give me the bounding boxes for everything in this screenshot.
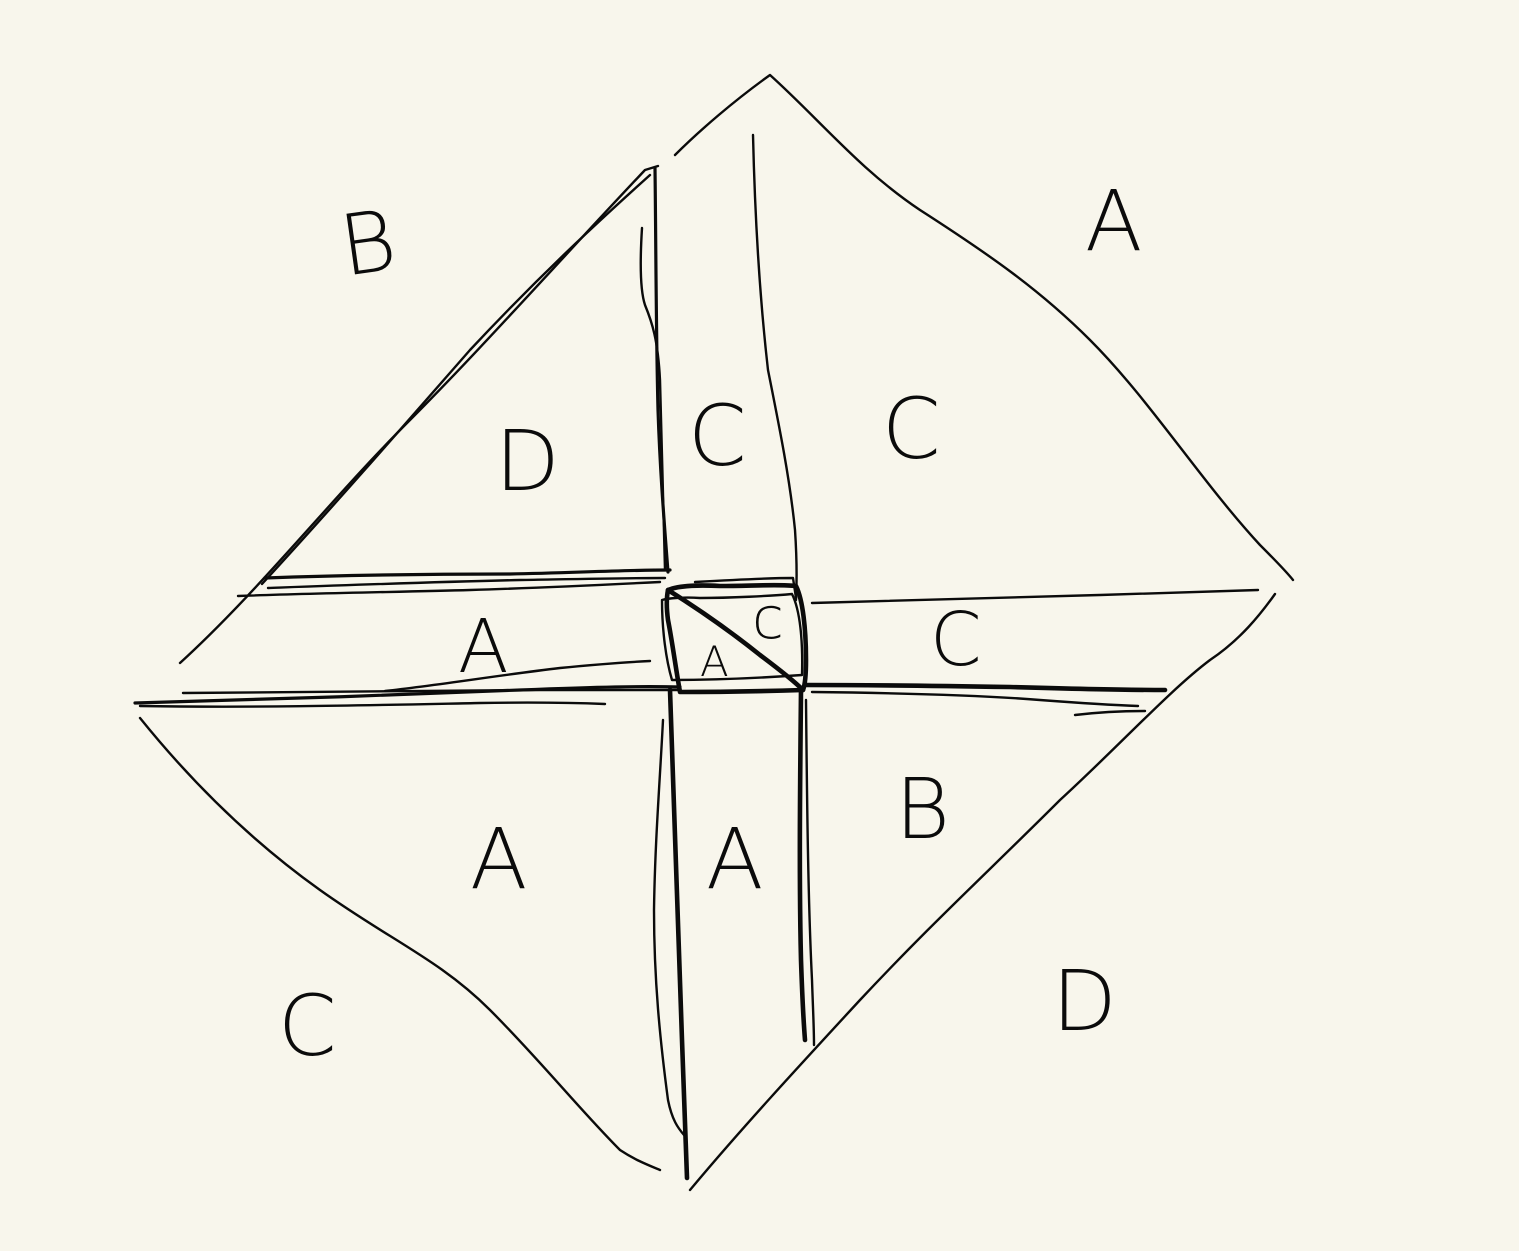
label-center-lower: A [700,637,729,686]
outer-diamond [138,73,1295,1192]
horizontal-line-left-upper [263,568,672,580]
label-strip-bottom: A [706,810,763,908]
vertical-line-left-upper [653,166,670,574]
diamond-edge-bottom-right [688,592,1277,1192]
label-quad-top-right: C [882,380,941,478]
label-strip-right: C [930,597,982,683]
horizontal-line-right-upper [810,588,1260,605]
center-square [660,576,809,695]
vertical-line-right-upper [751,133,798,602]
horizontal-line-right-lower [802,682,1168,693]
label-center-upper: c [752,584,784,652]
label-strip-left: A [458,604,509,690]
horizontal-strip [133,568,1260,717]
label-strip-top: C [688,387,747,485]
vertical-strip [639,133,816,1181]
diamond-edge-top-left-offset [260,173,652,586]
horizontal-line-left-lower-offset2 [138,701,607,708]
label-outer-top-right: A [1085,172,1142,270]
label-quad-bottom-right: B [895,760,950,858]
diamond-edge-top-left [178,164,660,665]
region-labels: B A C D D C C A c A C A A B [278,172,1142,1075]
vertical-line-left-lower [667,687,690,1181]
horizontal-line-left-upper-offset [236,580,662,598]
vertical-line-left-lower-offset [652,718,686,1137]
vertical-line-right-lower [797,687,808,1043]
label-outer-bottom-right: D [1052,952,1117,1050]
center-square-diagonal [665,587,806,693]
horizontal-line-left-lower-offset [181,688,682,695]
diamond-edge-top-right [673,73,1295,582]
horizontal-line-right-lower-offset [810,690,1140,708]
vertical-line-right-lower-offset [804,698,816,1047]
label-quad-bottom-left: A [470,810,527,908]
horizontal-line-right-lower-offset2 [1073,709,1147,717]
center-square-inner [660,592,804,682]
label-outer-top-left: B [334,191,402,296]
center-square-top-edge [693,576,798,600]
diamond-edge-bottom-left [138,716,662,1172]
label-quad-top-left: D [495,412,560,510]
vertical-line-left-upper-offset [639,226,667,572]
horizontal-line-left-lower [133,685,682,705]
center-square-outline [664,582,809,695]
horizontal-line-left-upper-offset2 [266,576,667,590]
label-outer-bottom-left: C [278,977,337,1075]
horizontal-line-left-mid [383,659,652,693]
